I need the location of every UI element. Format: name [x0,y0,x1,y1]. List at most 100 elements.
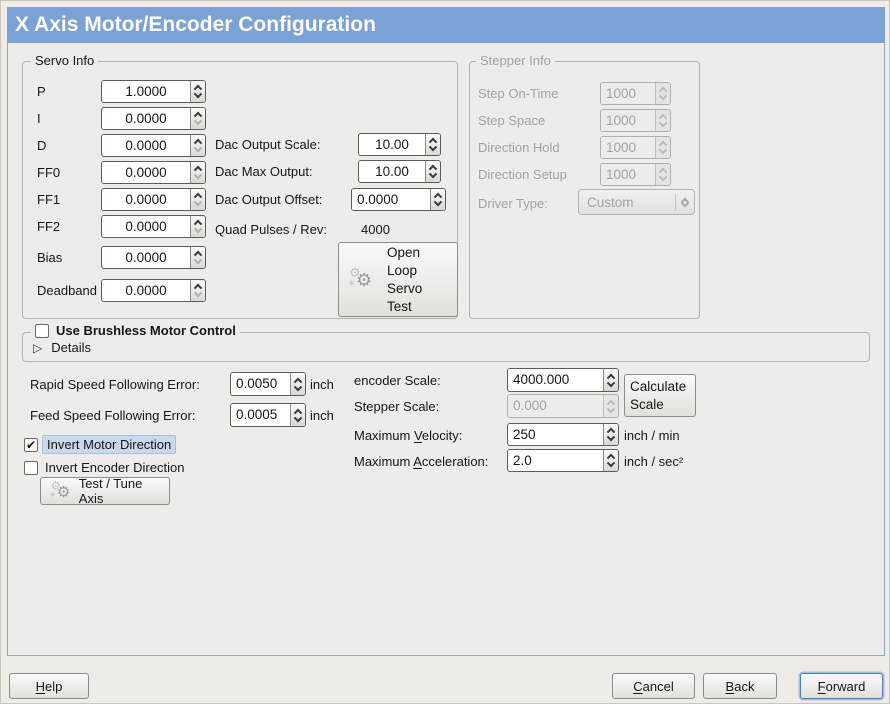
ff0-spinbox[interactable]: 0.0000 [101,161,206,184]
deadband-spinbox[interactable]: 0.0000 [101,279,206,302]
ff2-value[interactable]: 0.0000 [102,216,190,237]
driver-type-value: Custom [587,194,634,210]
invert-motor-checkbox[interactable]: ✔ [24,437,38,452]
max-acceleration-label: Maximum Acceleration: [354,454,489,469]
acceleration-unit-label: inch / sec² [624,454,684,469]
dac-output-offset-value[interactable]: 0.0000 [352,189,430,210]
quad-pulses-label: Quad Pulses / Rev: [215,222,327,237]
spin-down-button[interactable] [431,197,445,211]
gears-icon: ⚙ ⚙ ✳ [49,479,71,501]
spin-down-button[interactable] [191,116,205,130]
gears-icon: ⚙ ⚙ ✳ [348,264,373,290]
spin-down-button[interactable] [191,255,205,269]
stepper-info-group: Stepper Info Step On-Time 1000 Step Spac… [469,53,700,319]
deadband-value[interactable]: 0.0000 [102,280,190,301]
spin-down-button [604,404,618,417]
spin-down-button[interactable] [191,197,205,211]
calculate-scale-button[interactable]: Calculate Scale [624,374,696,417]
step-on-time-spinbox: 1000 [600,82,671,105]
bias-value[interactable]: 0.0000 [102,247,190,268]
spin-down-button[interactable] [191,170,205,184]
max-acceleration-value[interactable]: 2.0 [508,450,603,471]
encoder-scale-value[interactable]: 4000.000 [508,369,603,391]
stepper-scale-value: 0.000 [508,395,603,417]
step-space-value: 1000 [601,110,655,131]
bias-spinbox[interactable]: 0.0000 [101,246,206,269]
servo-info-group: Servo Info P 1.0000 I 0.0000 D 0.0000 FF… [22,53,458,319]
spin-down-button[interactable] [191,143,205,157]
cancel-button[interactable]: Cancel [612,673,695,699]
dac-max-output-spinbox[interactable]: 10.00 [358,160,441,183]
spin-down-button [656,91,670,105]
d-spinbox[interactable]: 0.0000 [101,134,206,157]
spin-down-button[interactable] [426,169,440,183]
direction-setup-label: Direction Setup [478,167,567,182]
spin-down-button[interactable] [604,378,618,391]
direction-setup-spinbox: 1000 [600,163,671,186]
max-velocity-spinbox[interactable]: 250 [507,423,619,446]
spin-down-button[interactable] [191,288,205,302]
open-loop-servo-test-button[interactable]: ⚙ ⚙ ✳ Open Loop Servo Test [338,242,458,317]
calculate-scale-label: Calculate Scale [630,378,687,412]
spin-down-button[interactable] [426,142,440,156]
forward-button[interactable]: Forward [800,673,883,699]
feed-following-error-spinbox[interactable]: 0.0005 [230,403,306,427]
p-spinbox[interactable]: 1.0000 [101,80,206,103]
ff2-spinbox[interactable]: 0.0000 [101,215,206,238]
encoder-scale-spinbox[interactable]: 4000.000 [507,368,619,392]
stepper-info-title: Stepper Info [476,53,555,69]
page-title: X Axis Motor/Encoder Configuration [7,7,885,43]
driver-type-select: Custom [578,189,695,215]
dac-max-output-value[interactable]: 10.00 [359,161,425,182]
spin-down-button[interactable] [191,89,205,103]
spin-down-button [656,145,670,159]
feed-following-error-label: Feed Speed Following Error: [30,408,196,423]
dac-output-scale-label: Dac Output Scale: [215,137,321,152]
ff1-value[interactable]: 0.0000 [102,189,190,210]
dac-output-scale-value[interactable]: 10.00 [359,134,425,155]
ff0-value[interactable]: 0.0000 [102,162,190,183]
invert-motor-direction-row[interactable]: ✔ Invert Motor Direction [24,435,177,454]
spin-down-button[interactable] [191,224,205,238]
help-button[interactable]: Help [9,673,89,699]
rapid-following-error-label: Rapid Speed Following Error: [30,377,200,392]
test-tune-axis-button[interactable]: ⚙ ⚙ ✳ Test / Tune Axis [40,476,170,506]
p-value[interactable]: 1.0000 [102,81,190,102]
step-space-spinbox: 1000 [600,109,671,132]
feed-following-error-value[interactable]: 0.0005 [231,404,290,426]
invert-encoder-direction-row[interactable]: Invert Encoder Direction [24,460,184,475]
back-button[interactable]: Back [703,673,777,699]
invert-motor-label: Invert Motor Direction [42,435,177,454]
use-brushless-checkbox[interactable] [35,324,49,338]
dac-output-offset-spinbox[interactable]: 0.0000 [351,188,446,211]
rapid-unit-label: inch [310,377,334,392]
bias-label: Bias [37,250,63,265]
rapid-following-error-spinbox[interactable]: 0.0050 [230,372,306,396]
max-acceleration-spinbox[interactable]: 2.0 [507,449,619,472]
spin-down-button [656,172,670,186]
rapid-following-error-value[interactable]: 0.0050 [231,373,290,395]
brushless-motor-group: Use Brushless Motor Control ▷ Details [22,323,870,362]
step-on-time-value: 1000 [601,83,655,104]
spin-down-button[interactable] [291,382,305,395]
encoder-scale-label: encoder Scale: [354,373,441,388]
invert-encoder-label: Invert Encoder Direction [45,460,185,475]
spin-down-button[interactable] [604,458,618,472]
spin-down-button[interactable] [291,413,305,426]
spin-down-button[interactable] [604,432,618,446]
dac-output-scale-spinbox[interactable]: 10.00 [358,133,441,156]
ff2-label: FF2 [37,219,61,234]
dac-output-offset-label: Dac Output Offset: [215,192,323,207]
content-area: Servo Info P 1.0000 I 0.0000 D 0.0000 FF… [7,43,885,656]
i-spinbox[interactable]: 0.0000 [101,107,206,130]
direction-hold-value: 1000 [601,137,655,158]
stepper-scale-spinbox: 0.000 [507,394,619,418]
max-velocity-value[interactable]: 250 [508,424,603,445]
ff1-spinbox[interactable]: 0.0000 [101,188,206,211]
i-value[interactable]: 0.0000 [102,108,190,129]
details-expander[interactable]: ▷ Details [33,340,91,355]
invert-encoder-checkbox[interactable] [24,460,38,475]
d-value[interactable]: 0.0000 [102,135,190,156]
combo-arrows-icon [676,196,694,209]
